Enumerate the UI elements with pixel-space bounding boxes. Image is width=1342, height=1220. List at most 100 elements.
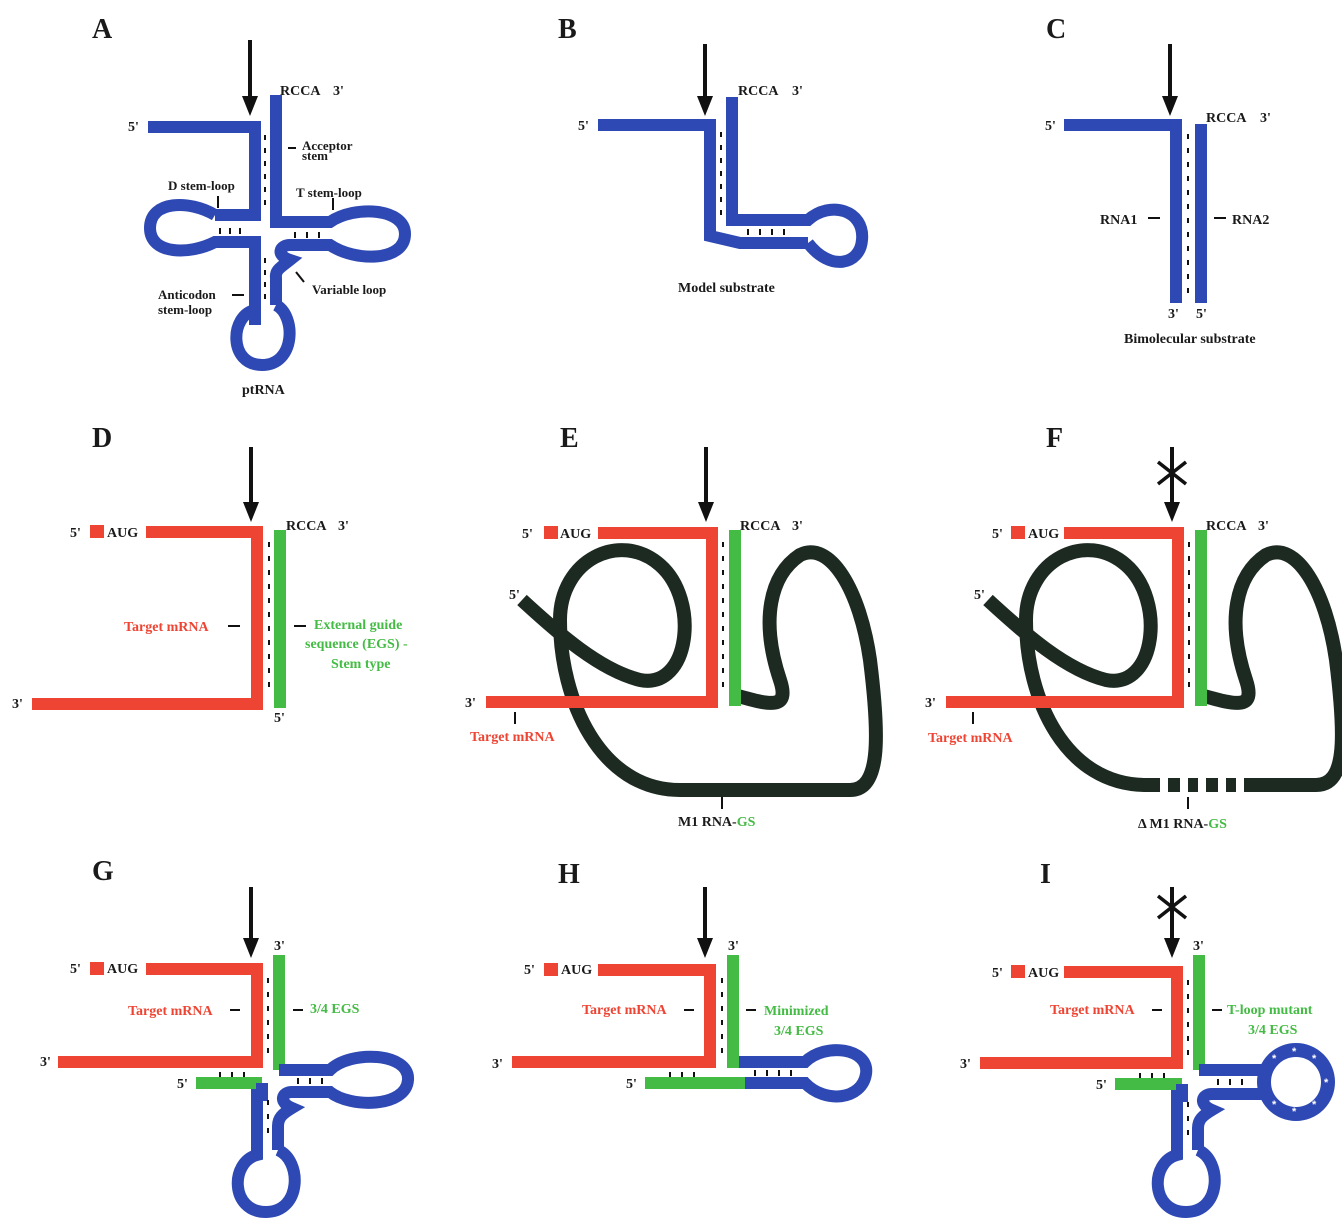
egs-label-3: Stem type (331, 657, 391, 672)
target-mrna-label: Target mRNA (470, 730, 556, 745)
panel-d: D 5' AUG RCCA 3' Target mRNA External gu… (12, 423, 408, 726)
acceptor-stem-label-2: stem (302, 148, 328, 163)
panel-letter-b: B (558, 14, 577, 45)
aug-label: AUG (107, 526, 138, 541)
egs-five-prime-label: 5' (626, 1077, 637, 1092)
m1-rna-label: M1 RNA-GS (678, 815, 756, 830)
leader-strand (598, 119, 808, 249)
svg-text:*: * (1272, 1053, 1277, 1065)
three-prime-label: 3' (333, 84, 344, 99)
panel-caption: ptRNA (242, 383, 286, 398)
target-mrna-label: Target mRNA (124, 620, 210, 635)
base-pair-ticks (1148, 134, 1226, 293)
panel-h: H 5' AUG 3' Target mRNA Minimized 3/4 EG… (492, 859, 873, 1103)
panel-letter-c: C (1046, 14, 1066, 45)
gs-text: GS (1208, 817, 1227, 832)
aug-box (544, 963, 558, 976)
m1-rna-strand (983, 543, 1342, 792)
three-prime-label-left: 3' (40, 1055, 51, 1070)
five-prime-label: 5' (524, 963, 535, 978)
aug-box (90, 962, 104, 975)
base-pair-ticks (217, 135, 334, 299)
d-stem-loop-label: D stem-loop (168, 178, 235, 193)
aug-label: AUG (560, 527, 591, 542)
target-mrna-strand (486, 527, 718, 708)
egs-label-2: 3/4 EGS (774, 1024, 824, 1039)
cleavage-arrow-head (697, 938, 713, 958)
target-mrna-label: Target mRNA (128, 1004, 214, 1019)
deletion-gaps (1160, 775, 1244, 795)
five-prime-label: 5' (1045, 119, 1056, 134)
aug-label: AUG (1028, 966, 1059, 981)
panel-letter-e: E (560, 423, 579, 454)
base-pair-ticks (219, 978, 323, 1133)
target-mrna-strand (32, 526, 263, 710)
three-prime-label-left: 3' (925, 696, 936, 711)
variable-loop-label: Variable loop (312, 282, 386, 297)
mutant-t-loop (1257, 1043, 1335, 1121)
variable-loop (1192, 1088, 1226, 1150)
base-pair-ticks (1139, 980, 1243, 1135)
three-prime-label: 3' (274, 939, 285, 954)
t-stem-loop-label: T stem-loop (296, 185, 362, 200)
five-prime-label: 5' (578, 119, 589, 134)
three-prime-label: 3' (1258, 519, 1269, 534)
three-prime-label-left: 3' (465, 696, 476, 711)
variable-loop (272, 1086, 306, 1150)
rna2-label: RNA2 (1232, 213, 1269, 228)
egs-five-prime-label: 5' (274, 711, 285, 726)
anticodon-stem (1151, 1084, 1221, 1219)
panel-f: F 5' AUG RCCA 3' 5' 3' Target mRNA Δ M1 … (925, 423, 1342, 832)
cleavage-arrow-head (243, 502, 259, 522)
m1-rna-text: M1 RNA- (678, 815, 737, 830)
delta-m1-rna-label: Δ M1 RNA-GS (1138, 817, 1227, 832)
three-prime-label: 3' (792, 519, 803, 534)
anticodon-label-2: stem-loop (158, 302, 212, 317)
acceptor-stem-label: Acceptor (302, 138, 353, 153)
panel-letter-d: D (92, 423, 112, 454)
egs-label: 3/4 EGS (310, 1002, 360, 1017)
leader-strand (148, 121, 261, 221)
target-mrna-strand (512, 964, 716, 1068)
aug-label: AUG (561, 963, 592, 978)
acceptor-3-strand (270, 95, 412, 263)
panel-caption: Bimolecular substrate (1124, 332, 1256, 347)
three-prime-label: 3' (338, 519, 349, 534)
five-prime-label: 5' (70, 526, 81, 541)
anticodon-label: Anticodon (158, 287, 217, 302)
rcca-label: RCCA (740, 519, 781, 534)
delta-m1-rna-text: Δ M1 RNA- (1138, 817, 1209, 832)
panel-caption: Model substrate (678, 281, 775, 296)
five-prime-label: 5' (70, 962, 81, 977)
three-prime-label-left: 3' (12, 697, 23, 712)
aug-box (1011, 526, 1025, 539)
mutation-asterisks: ******* (1272, 1046, 1329, 1118)
panel-b: B 5' RCCA 3' Model substrate (558, 14, 869, 296)
rna1-three-prime: 3' (1168, 307, 1179, 322)
rna2-five-prime: 5' (1196, 307, 1207, 322)
egs-five-prime-label: 5' (177, 1077, 188, 1092)
egs-label-1: External guide (314, 618, 402, 633)
five-prime-label: 5' (992, 527, 1003, 542)
target-mrna-strand (946, 527, 1184, 708)
cleavage-arrow-head (1162, 96, 1178, 116)
panel-g: G 5' AUG 3' Target mRNA 3/4 EGS 3' 5' (40, 856, 414, 1219)
cleavage-arrow-head (243, 938, 259, 958)
three-prime-label-left: 3' (960, 1057, 971, 1072)
panel-letter-i: I (1040, 859, 1051, 890)
svg-text:*: * (1312, 1053, 1317, 1065)
m1-five-prime-label: 5' (509, 588, 520, 603)
target-mrna-label: Target mRNA (928, 731, 1014, 746)
t-stem-loop (739, 1044, 873, 1103)
cleavage-arrow-head (1164, 938, 1180, 958)
aug-label: AUG (107, 962, 138, 977)
panel-e: E 5' AUG RCCA 3' 5' 3' Target mRNA M1 RN… (465, 423, 883, 830)
anticodon-loop (230, 299, 296, 372)
three-prime-label-left: 3' (492, 1057, 503, 1072)
target-mrna-strand (58, 963, 263, 1068)
egs-label-1: Minimized (764, 1004, 829, 1019)
panel-letter-g: G (92, 856, 114, 887)
svg-text:*: * (1272, 1099, 1277, 1111)
base-pair-ticks (720, 132, 785, 235)
rcca-label: RCCA (286, 519, 327, 534)
